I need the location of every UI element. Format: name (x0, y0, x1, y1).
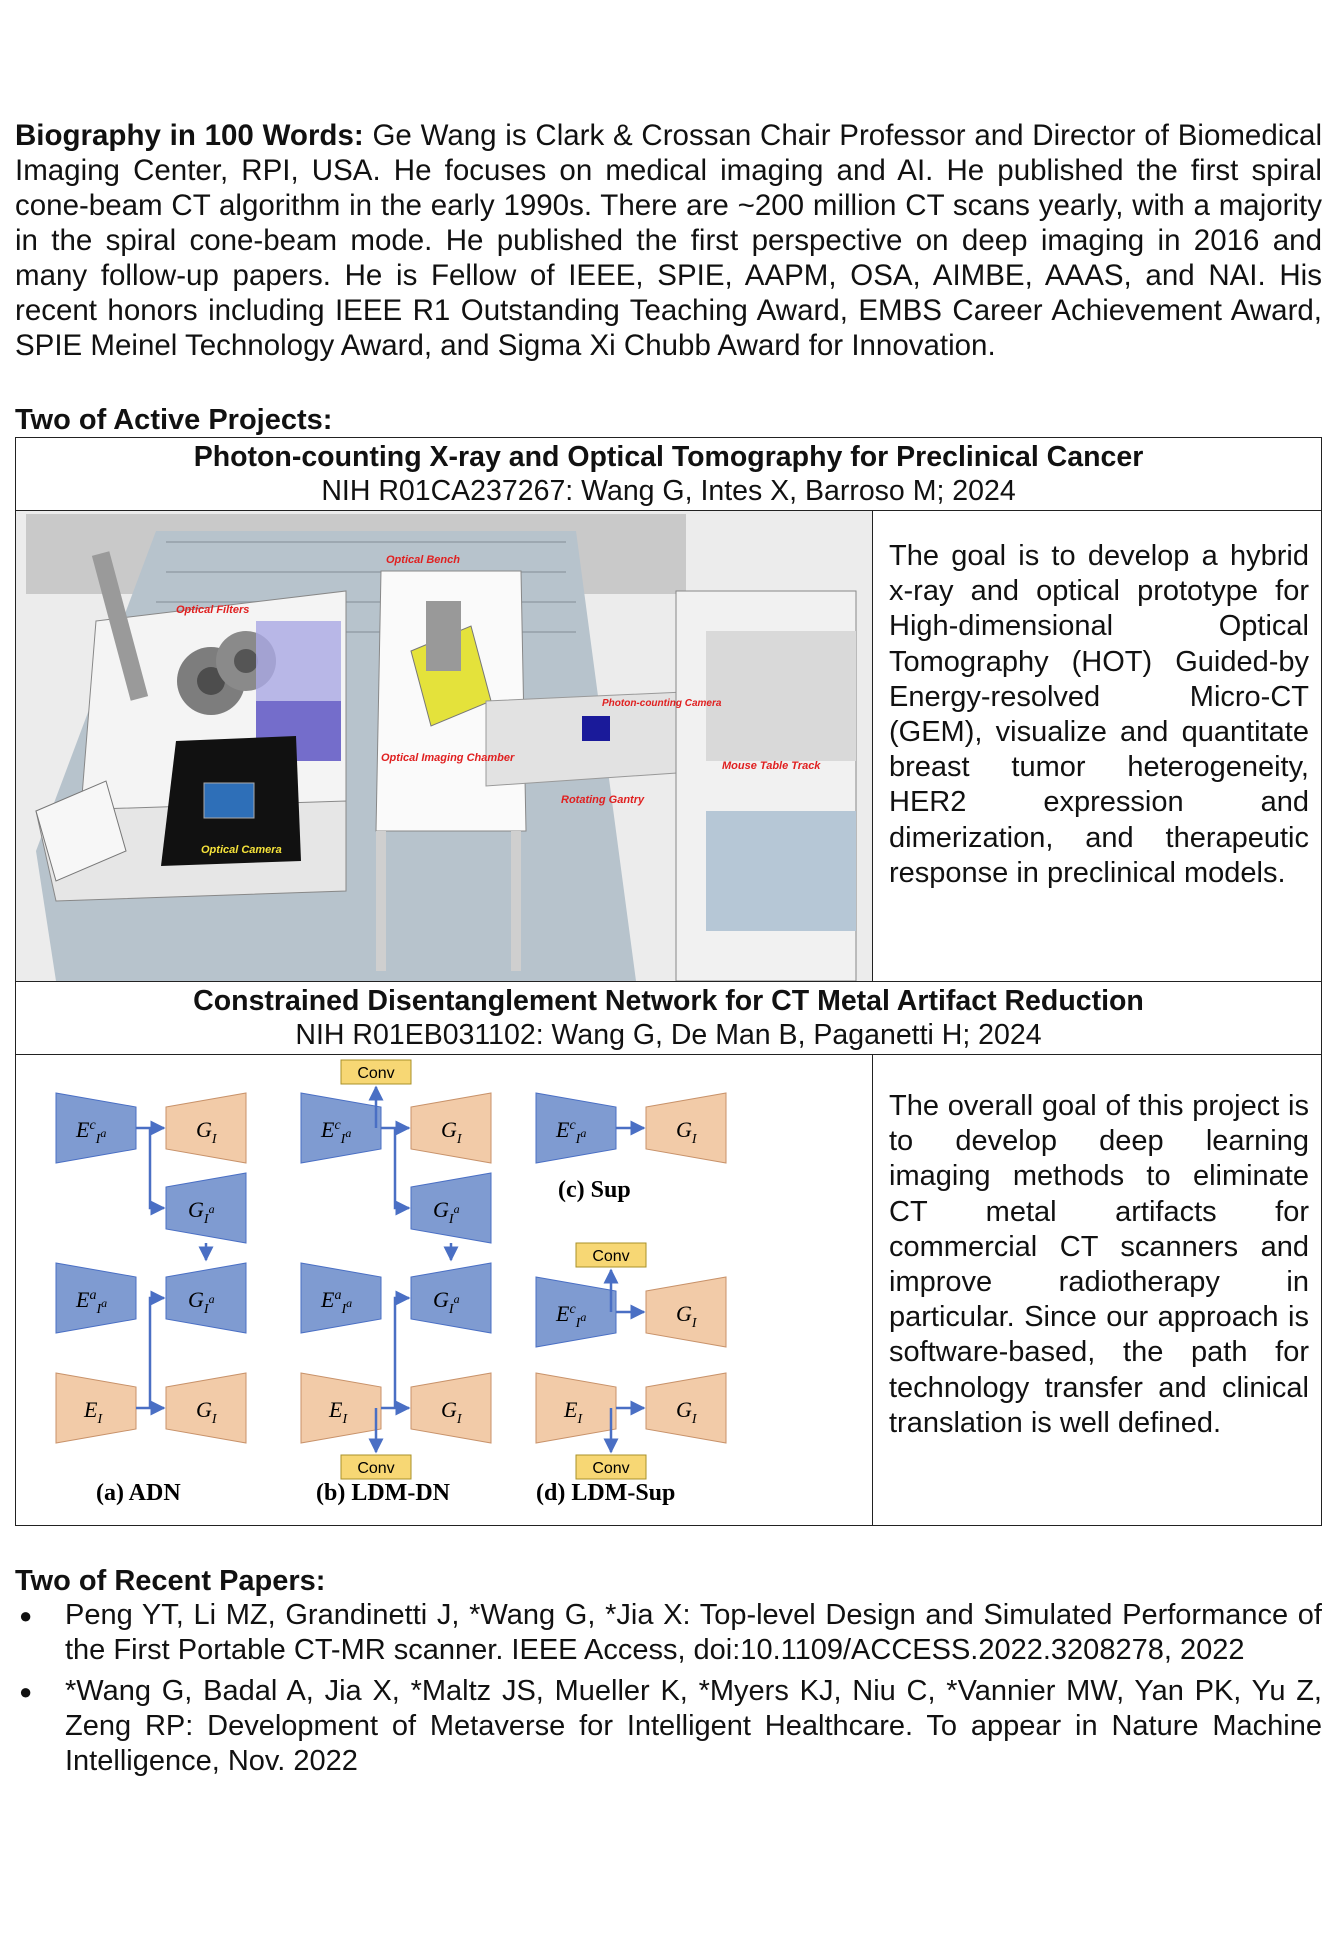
label-adn: (a) ADN (96, 1480, 181, 1506)
projects-heading: Two of Active Projects: (15, 404, 333, 436)
papers-list: ● Peng YT, Li MZ, Grandinetti J, *Wang G,… (15, 1598, 1322, 1779)
papers-heading: Two of Recent Papers: (15, 1565, 326, 1597)
conv-label-d-top: Conv (592, 1248, 629, 1265)
project-1-description-cell: The goal is to develop a hybrid x-ray an… (872, 510, 1322, 982)
label-rotating-gantry: Rotating Gantry (561, 794, 645, 806)
project-2-grant: NIH R01EB031102: Wang G, De Man B, Pagan… (295, 1019, 1042, 1051)
label-ldm-dn: (b) LDM-DN (316, 1480, 451, 1506)
list-item: ● Peng YT, Li MZ, Grandinetti J, *Wang G,… (15, 1598, 1322, 1668)
diagram-ldm-dn: Conv EcIa GI GIa EaIa GIa EI (300, 1059, 492, 1506)
project-2-figure-cell: EcIa GI GIa EaIa GIa EI GI (15, 1054, 873, 1526)
project-1-figure-cell: Optical Bench Optical Filters Optical Im… (15, 510, 873, 982)
paper-2: *Wang G, Badal A, Jia X, *Maltz JS, Muel… (65, 1675, 1322, 1777)
diagram-sup: EcIa GI (c) Sup (535, 1092, 727, 1203)
network-diagram-figure: EcIa GI GIa EaIa GIa EI GI (55, 1059, 727, 1506)
biography-text: Ge Wang is Clark & Crossan Chair Profess… (15, 119, 1322, 362)
label-optical-filters: Optical Filters (176, 604, 249, 616)
label-optical-camera: Optical Camera (201, 844, 282, 856)
project-2-title: Constrained Disentanglement Network for … (193, 985, 1144, 1017)
label-mouse-table-track: Mouse Table Track (722, 760, 821, 772)
project-1-title: Photon-counting X-ray and Optical Tomogr… (193, 441, 1144, 473)
document-page: Biography in 100 Words: Ge Wang is Clark… (15, 118, 1322, 1785)
label-optical-bench: Optical Bench (386, 554, 460, 566)
project-2-description: The overall goal of this project is to d… (889, 1090, 1309, 1439)
label-ldm-sup: (d) LDM-Sup (536, 1480, 675, 1506)
project-1-grant: NIH R01CA237267: Wang G, Intes X, Barros… (321, 475, 1016, 507)
project-1-description: The goal is to develop a hybrid x-ray an… (889, 540, 1309, 889)
xray-optical-system-figure: Optical Bench Optical Filters Optical Im… (16, 511, 872, 981)
projects-table: Photon-counting X-ray and Optical Tomogr… (15, 437, 1322, 1526)
conv-label-b-bottom: Conv (357, 1460, 394, 1477)
project-1-header: Photon-counting X-ray and Optical Tomogr… (15, 437, 1322, 511)
label-sup: (c) Sup (558, 1177, 631, 1203)
diagram-ldm-sup: Conv EcIa GI EI GI Conv (535, 1242, 727, 1506)
diagram-adn: EcIa GI GIa EaIa GIa EI GI (55, 1092, 247, 1506)
conv-label-b-top: Conv (357, 1065, 394, 1082)
paper-1: Peng YT, Li MZ, Grandinetti J, *Wang G, … (65, 1599, 1322, 1666)
label-optical-imaging-chamber: Optical Imaging Chamber (381, 752, 515, 764)
list-item: ● *Wang G, Badal A, Jia X, *Maltz JS, Mue… (15, 1674, 1322, 1779)
biography-paragraph: Biography in 100 Words: Ge Wang is Clark… (15, 118, 1322, 363)
conv-label-d-bottom: Conv (592, 1460, 629, 1477)
bullet-icon: ● (19, 1603, 33, 1628)
project-2-header: Constrained Disentanglement Network for … (15, 981, 1322, 1055)
project-2-description-cell: The overall goal of this project is to d… (872, 1054, 1322, 1526)
label-photon-counting-camera: Photon-counting Camera (602, 698, 722, 709)
biography-heading: Biography in 100 Words: (15, 119, 364, 152)
bullet-icon: ● (19, 1679, 33, 1704)
